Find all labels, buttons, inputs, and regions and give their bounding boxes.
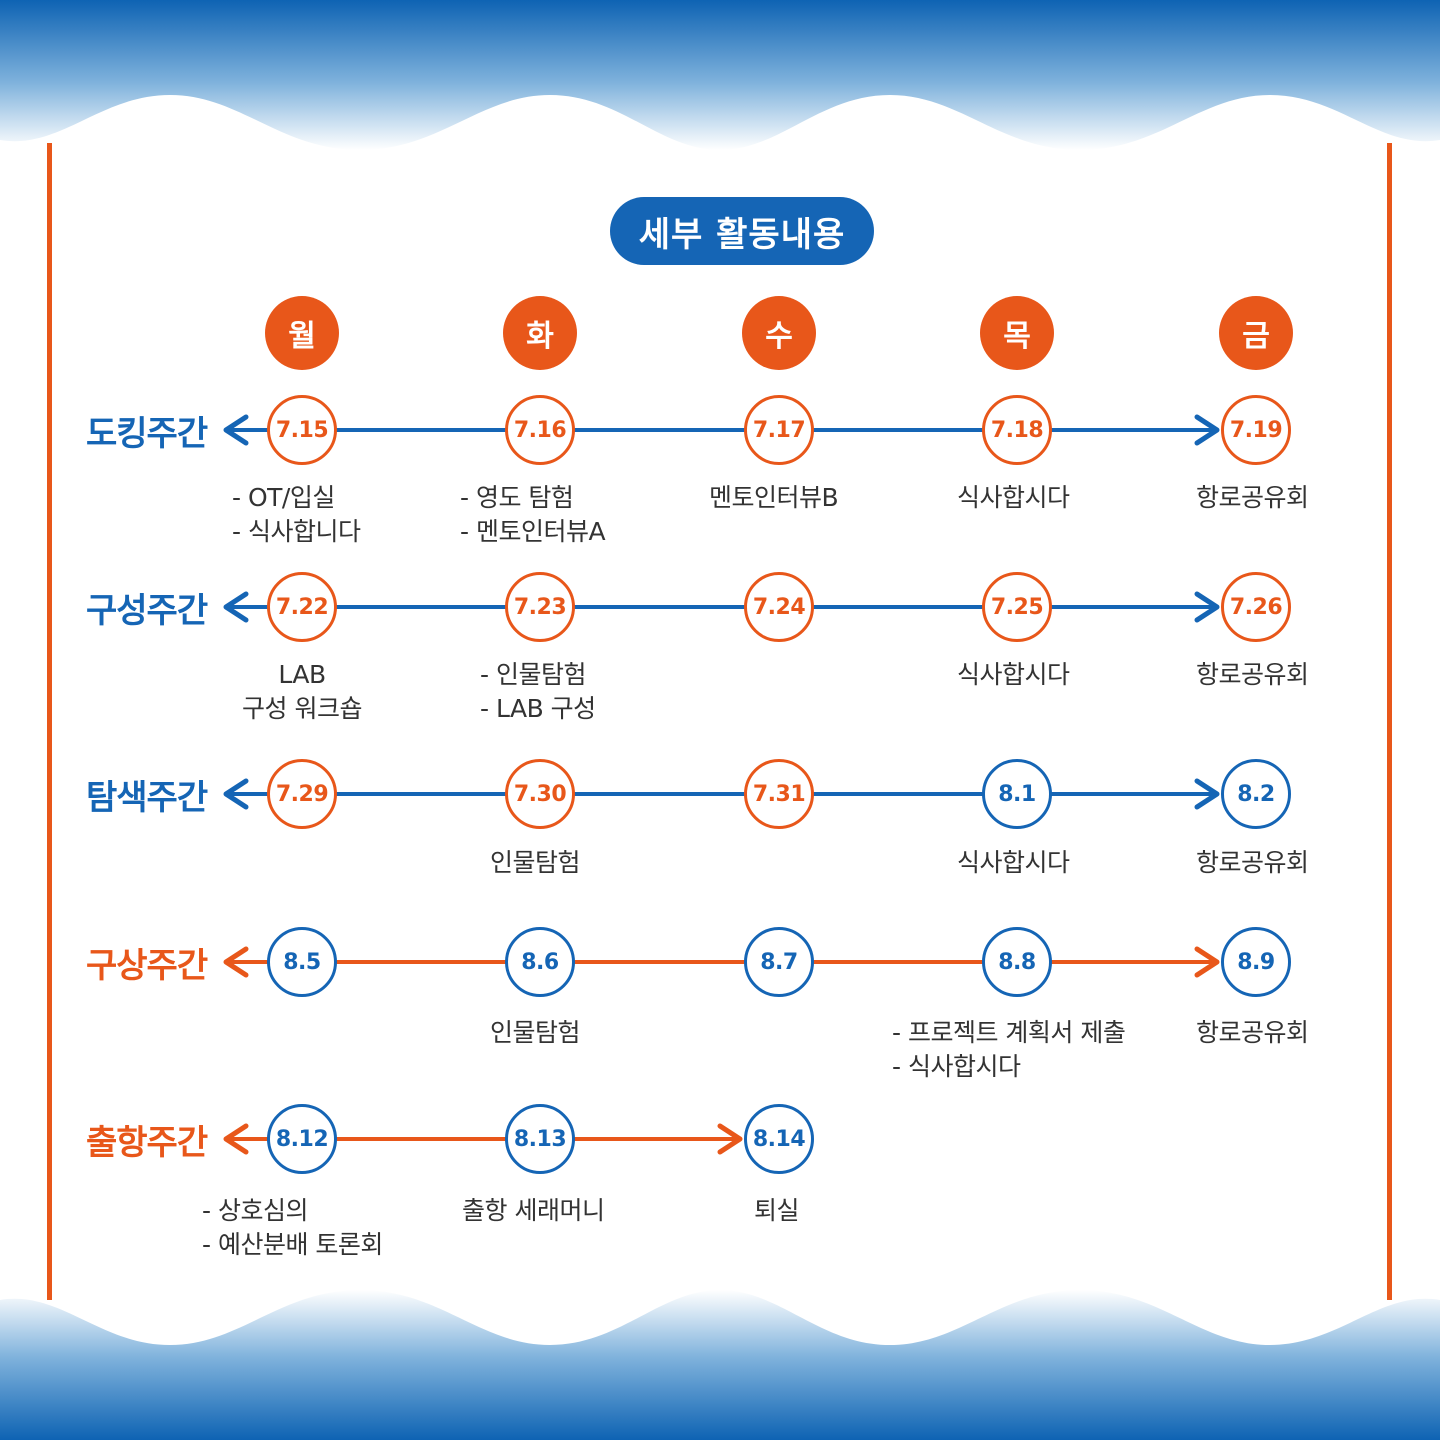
date-node: 8.14	[744, 1104, 814, 1174]
arrow-right-icon	[1194, 591, 1220, 623]
bottom-wave	[0, 1290, 1440, 1440]
activity-note: - 인물탐험 - LAB 구성	[480, 660, 596, 723]
week-label: 구성주간	[86, 590, 208, 631]
activity-note: 항로공유회	[1196, 1018, 1309, 1047]
date-node: 7.25	[982, 572, 1052, 642]
activity-note: 식사합시다	[957, 483, 1070, 512]
date-node: 8.1	[982, 759, 1052, 829]
activity-note: 항로공유회	[1196, 660, 1309, 689]
right-border-line	[1387, 143, 1392, 1300]
date-node: 7.30	[505, 759, 575, 829]
section-title: 세부 활동내용	[610, 197, 874, 265]
day-header-3: 목	[980, 296, 1054, 370]
day-header-4: 금	[1219, 296, 1293, 370]
day-header-2: 수	[742, 296, 816, 370]
day-header-0: 월	[265, 296, 339, 370]
day-header-1: 화	[503, 296, 577, 370]
date-node: 8.13	[505, 1104, 575, 1174]
arrow-right-icon	[1194, 414, 1220, 446]
left-border-line	[47, 143, 52, 1300]
activity-note: - OT/입실 - 식사합니다	[232, 483, 361, 546]
arrow-left-icon	[223, 778, 249, 810]
date-node: 7.29	[267, 759, 337, 829]
activity-note: 멘토인터뷰B	[709, 483, 839, 512]
date-node: 7.15	[267, 395, 337, 465]
activity-note: LAB 구성 워크숍	[242, 660, 362, 723]
date-node: 8.9	[1221, 927, 1291, 997]
activity-note: 식사합시다	[957, 660, 1070, 689]
date-node: 8.8	[982, 927, 1052, 997]
activity-note: 식사합시다	[957, 848, 1070, 877]
week-label: 출항주간	[86, 1122, 208, 1163]
date-node: 7.31	[744, 759, 814, 829]
date-node: 7.23	[505, 572, 575, 642]
date-node: 8.12	[267, 1104, 337, 1174]
date-node: 7.24	[744, 572, 814, 642]
activity-note: 인물탐험	[490, 848, 581, 877]
arrow-right-icon	[1194, 778, 1220, 810]
date-node: 7.19	[1221, 395, 1291, 465]
date-node: 7.18	[982, 395, 1052, 465]
activity-note: 인물탐험	[490, 1018, 581, 1047]
date-node: 7.17	[744, 395, 814, 465]
activity-note: 출항 세래머니	[462, 1196, 605, 1225]
arrow-right-icon	[1194, 946, 1220, 978]
week-label: 탐색주간	[86, 777, 208, 818]
activity-note: 항로공유회	[1196, 848, 1309, 877]
activity-note: - 영도 탐험 - 멘토인터뷰A	[460, 483, 606, 546]
activity-note: - 상호심의 - 예산분배 토론회	[202, 1196, 383, 1259]
date-node: 8.5	[267, 927, 337, 997]
arrow-left-icon	[223, 1123, 249, 1155]
date-node: 7.26	[1221, 572, 1291, 642]
arrow-left-icon	[223, 946, 249, 978]
week-label: 구상주간	[86, 945, 208, 986]
top-wave	[0, 0, 1440, 150]
week-label: 도킹주간	[86, 413, 208, 454]
activity-note: 항로공유회	[1196, 483, 1309, 512]
date-node: 8.7	[744, 927, 814, 997]
date-node: 7.22	[267, 572, 337, 642]
date-node: 8.6	[505, 927, 575, 997]
date-node: 8.2	[1221, 759, 1291, 829]
arrow-right-icon	[717, 1123, 743, 1155]
date-node: 7.16	[505, 395, 575, 465]
activity-note: - 프로젝트 계획서 제출 - 식사합시다	[892, 1018, 1126, 1081]
activity-note: 퇴실	[754, 1196, 800, 1225]
arrow-left-icon	[223, 414, 249, 446]
arrow-left-icon	[223, 591, 249, 623]
